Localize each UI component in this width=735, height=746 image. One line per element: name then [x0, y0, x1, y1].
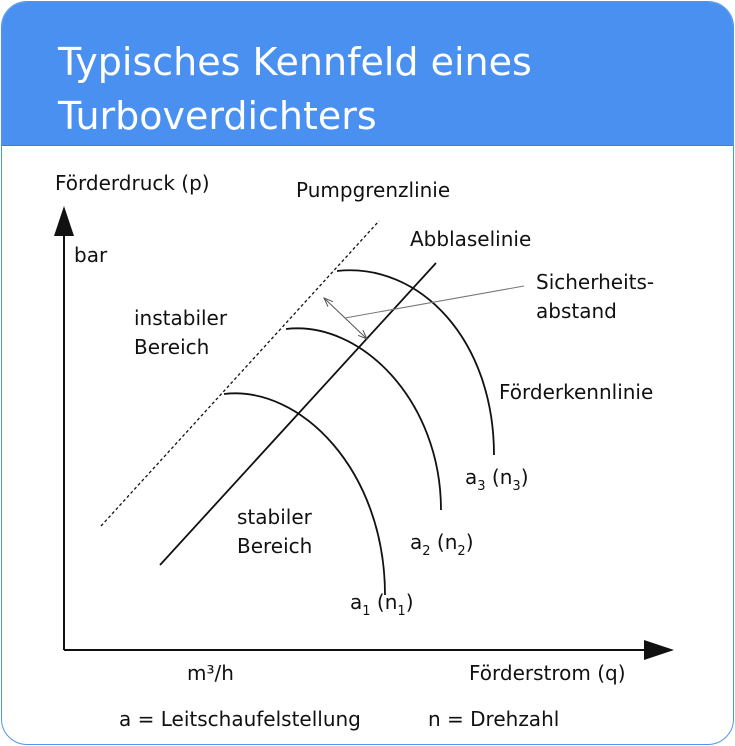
legend-a-definition: a = Leitschaufelstellung — [119, 707, 361, 731]
safety-distance-arrow — [324, 298, 367, 339]
safety-distance-label-2: abstand — [536, 299, 617, 323]
x-axis-label: Förderstrom (q) — [469, 661, 626, 685]
characteristic-curve-1 — [223, 392, 386, 596]
characteristic-curve-3 — [336, 269, 495, 456]
y-axis-label: Förderdruck (p) — [55, 171, 210, 195]
x-axis-unit: m³/h — [187, 661, 234, 685]
blowoff-line-label: Abblaselinie — [410, 227, 531, 251]
y-axis-arrow-icon — [54, 206, 74, 236]
x-axis-arrow-icon — [644, 640, 674, 660]
safety-distance-leader — [344, 285, 525, 319]
stable-region-label-2: Bereich — [237, 534, 312, 558]
surge-line — [100, 220, 380, 527]
curve-label-1: a1 (n1) — [350, 590, 414, 619]
stable-region-label-1: stabiler — [237, 505, 313, 529]
page-title: Typisches Kennfeld eines Turboverdichter… — [58, 35, 698, 143]
characteristic-curve-2 — [285, 327, 442, 511]
legend-n-definition: n = Drehzahl — [428, 707, 559, 731]
surge-line-label: Pumpgrenzlinie — [296, 178, 450, 202]
curve-label-2: a2 (n2) — [410, 530, 474, 559]
unstable-region-label-2: Bereich — [134, 335, 209, 359]
safety-distance-label-1: Sicherheits- — [536, 270, 654, 294]
y-axis-unit: bar — [74, 243, 108, 267]
title-line-1: Typisches Kennfeld eines — [58, 40, 532, 84]
unstable-region-label-1: instabiler — [134, 306, 228, 330]
characteristic-label: Förderkennlinie — [499, 380, 653, 404]
header-banner: Typisches Kennfeld eines Turboverdichter… — [2, 2, 733, 146]
title-line-2: Turboverdichters — [58, 94, 377, 138]
curve-label-3: a3 (n3) — [465, 465, 529, 494]
